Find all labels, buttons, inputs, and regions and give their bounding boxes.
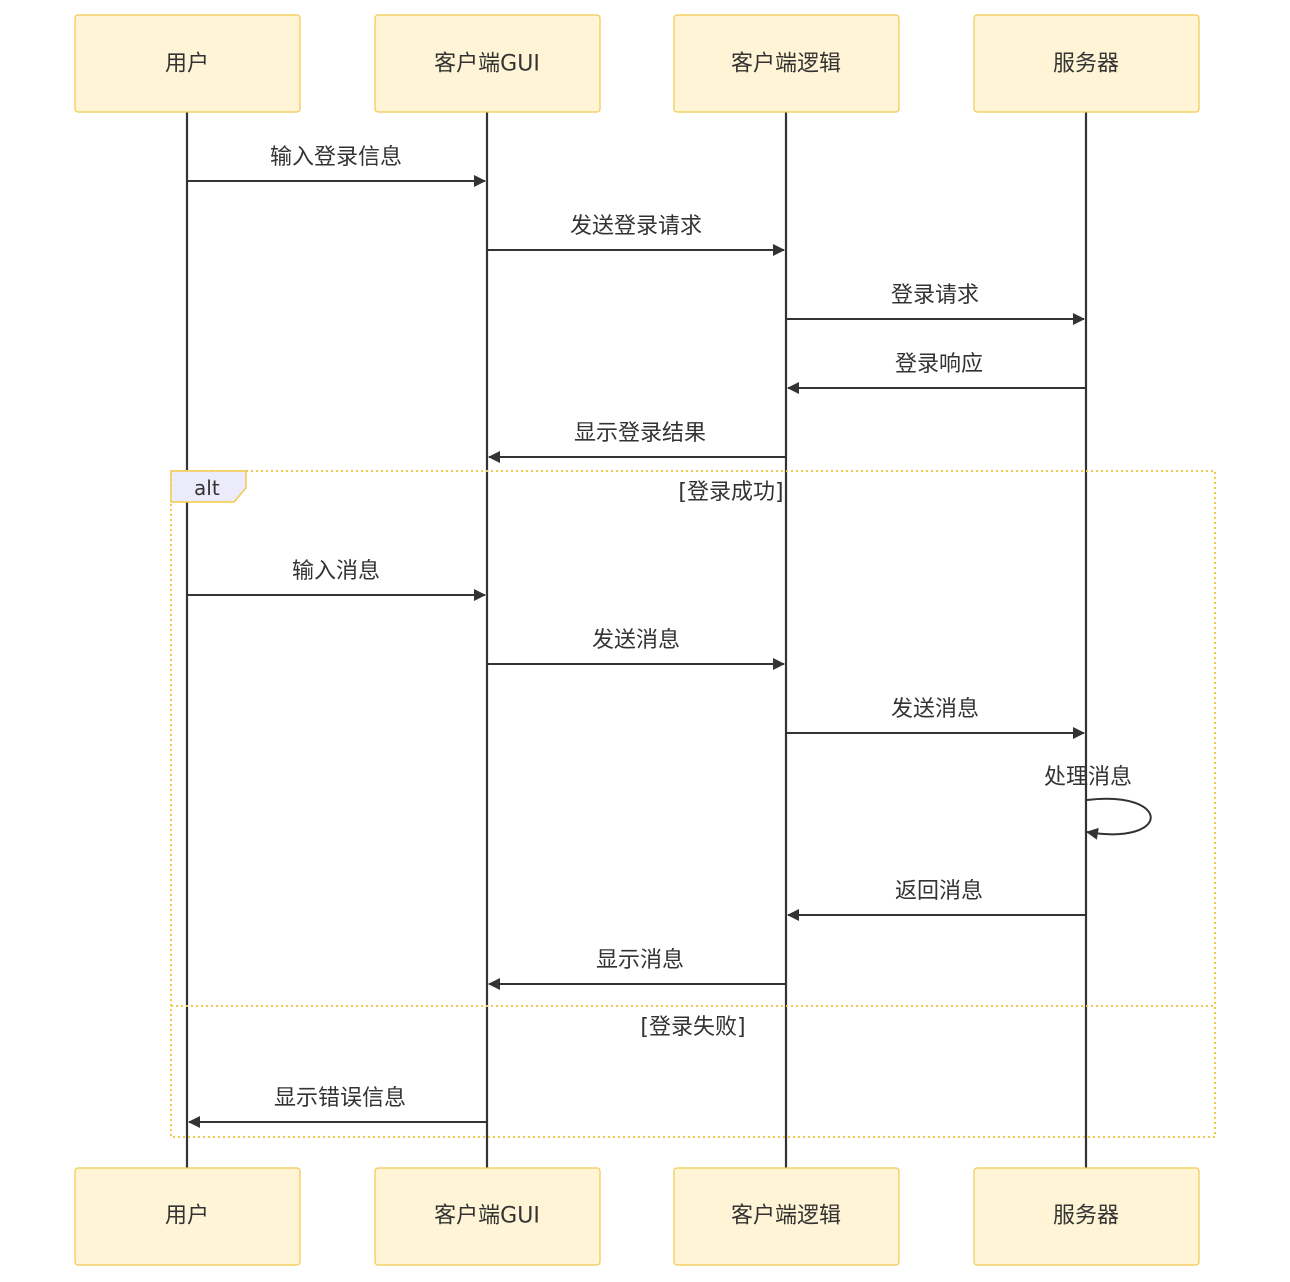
message-5: 输入消息 bbox=[188, 559, 486, 601]
actor-label: 用户 bbox=[165, 52, 209, 77]
message-label: 发送消息 bbox=[891, 697, 979, 722]
message-1: 发送登录请求 bbox=[488, 214, 785, 256]
alt-condition-success: [登录成功] bbox=[678, 480, 783, 505]
actor-label: 客户端GUI bbox=[434, 52, 540, 77]
message-9: 返回消息 bbox=[787, 879, 1085, 921]
message-label: 输入消息 bbox=[292, 559, 380, 584]
message-3: 登录响应 bbox=[787, 352, 1085, 394]
message-label: 输入登录信息 bbox=[270, 145, 402, 170]
alt-frame: alt [登录成功] [登录失败] bbox=[170, 470, 1216, 1138]
message-6: 发送消息 bbox=[488, 628, 785, 670]
message-2: 登录请求 bbox=[787, 283, 1085, 325]
actor-bottom-gui: 客户端GUI bbox=[374, 1167, 601, 1266]
message-label: 登录响应 bbox=[895, 352, 983, 377]
message-7: 发送消息 bbox=[787, 697, 1085, 739]
message-4: 显示登录结果 bbox=[488, 421, 785, 463]
actor-label: 用户 bbox=[165, 1204, 209, 1229]
actor-bottom-logic: 客户端逻辑 bbox=[673, 1167, 900, 1266]
alt-keyword: alt bbox=[194, 476, 220, 500]
message-label: 显示登录结果 bbox=[574, 421, 706, 446]
actor-bottom-user: 用户 bbox=[74, 1167, 301, 1266]
message-label: 显示错误信息 bbox=[274, 1086, 406, 1111]
actor-top-logic: 客户端逻辑 bbox=[673, 14, 900, 113]
message-8-self: 处理消息 bbox=[1044, 765, 1152, 840]
message-label: 发送登录请求 bbox=[570, 214, 702, 239]
actor-top-user: 用户 bbox=[74, 14, 301, 113]
message-10: 显示消息 bbox=[488, 948, 785, 990]
message-label: 返回消息 bbox=[895, 879, 983, 904]
alt-tag bbox=[170, 470, 247, 503]
actor-label: 客户端逻辑 bbox=[731, 1204, 841, 1229]
message-label: 登录请求 bbox=[891, 283, 979, 308]
actor-top-gui: 客户端GUI bbox=[374, 14, 601, 113]
actor-label: 服务器 bbox=[1053, 52, 1119, 77]
actor-bottom-server: 服务器 bbox=[973, 1167, 1200, 1266]
message-label: 处理消息 bbox=[1044, 765, 1132, 790]
alt-condition-failure: [登录失败] bbox=[640, 1015, 745, 1040]
actor-label: 客户端逻辑 bbox=[731, 52, 841, 77]
message-label: 显示消息 bbox=[596, 948, 684, 973]
message-label: 发送消息 bbox=[592, 628, 680, 653]
message-11: 显示错误信息 bbox=[188, 1086, 486, 1128]
actor-label: 服务器 bbox=[1053, 1204, 1119, 1229]
message-0: 输入登录信息 bbox=[188, 145, 486, 187]
alt-frame-border bbox=[170, 470, 1216, 1138]
actor-top-server: 服务器 bbox=[973, 14, 1200, 113]
actor-label: 客户端GUI bbox=[434, 1204, 540, 1229]
